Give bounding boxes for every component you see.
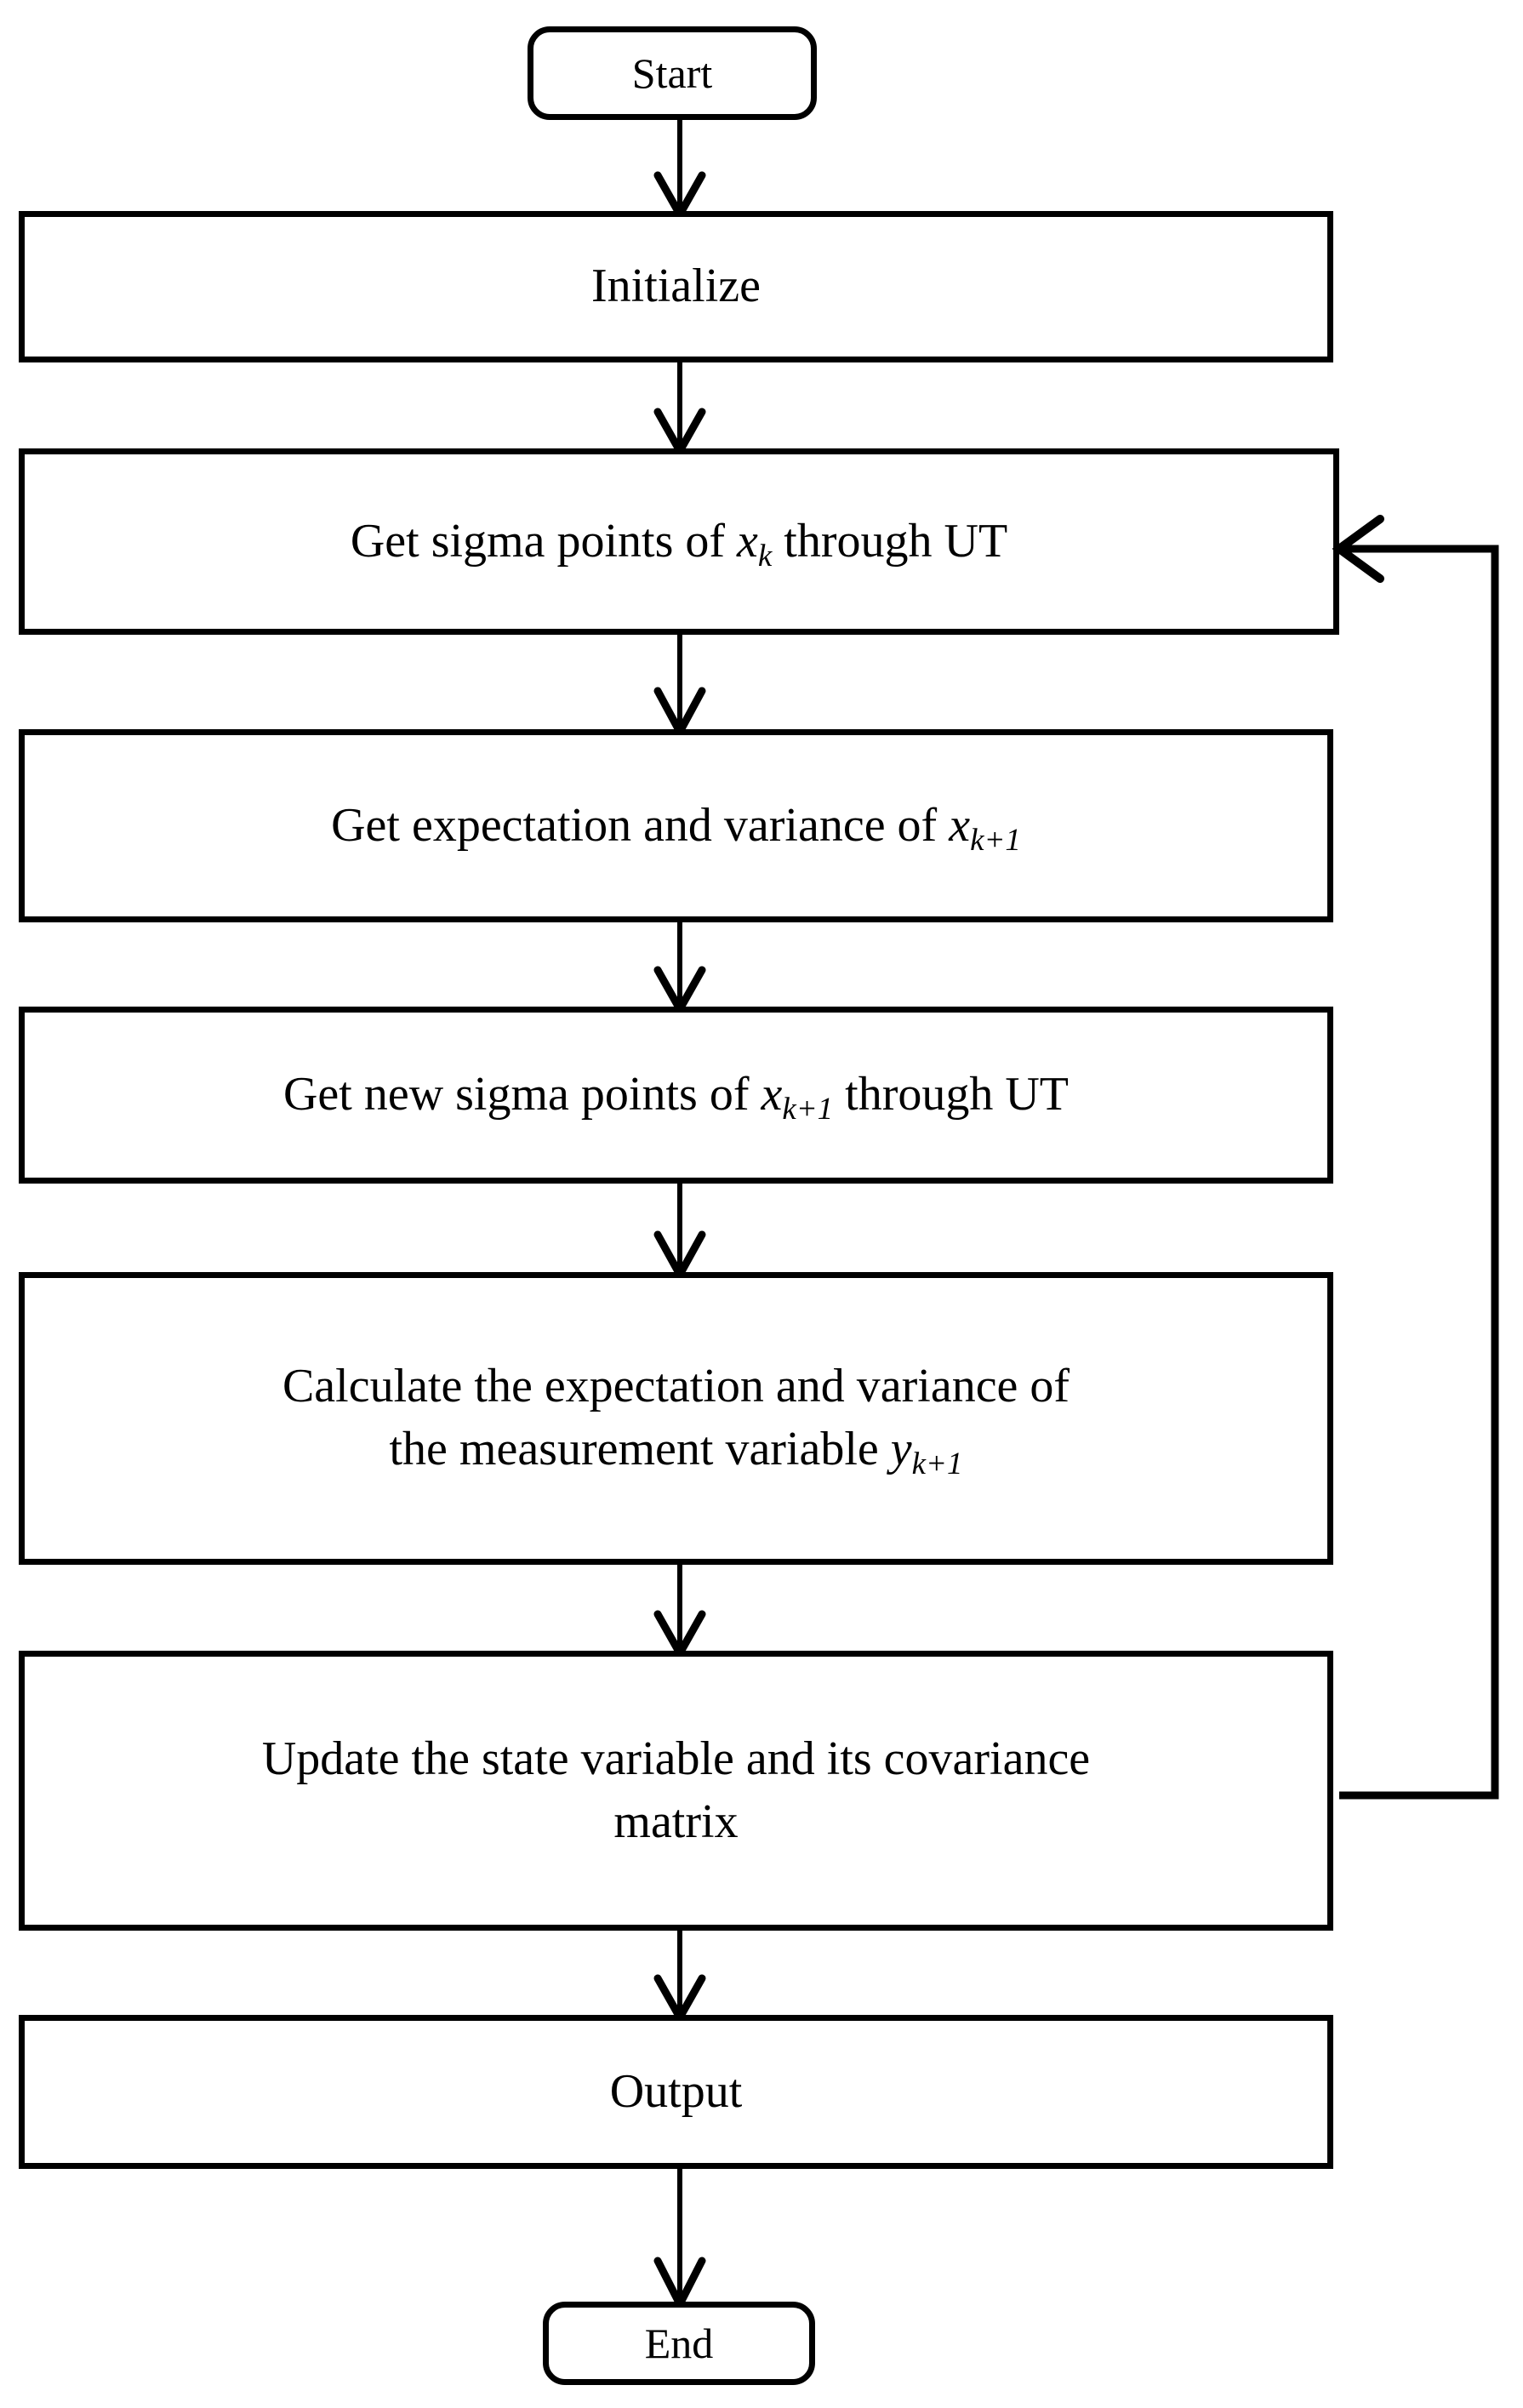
measurement-line-2-prefix: the measurement variable <box>389 1423 891 1475</box>
new-sigma-prefix-text: Get new sigma points of <box>282 1068 762 1121</box>
expectation-prefix-text: Get expectation and variance of <box>331 798 950 852</box>
node-get-new-sigma-points[interactable]: Get new sigma points of xk+1 through UT <box>19 1007 1333 1184</box>
node-end-label: End <box>644 2320 714 2367</box>
connector-sigma-points-to-expectation <box>644 631 716 740</box>
node-update-state[interactable]: Update the state variable and its covari… <box>19 1651 1333 1931</box>
connector-new-sigma-points-to-measurement <box>644 1180 716 1283</box>
expectation-variable-subscript: k+1 <box>970 821 1021 857</box>
node-end[interactable]: End <box>543 2302 815 2385</box>
node-start[interactable]: Start <box>528 26 817 120</box>
new-sigma-variable: xk+1 <box>761 1068 833 1124</box>
node-get-expectation-variance-label: Get expectation and variance of xk+1 <box>312 795 1040 858</box>
measurement-variable: yk+1 <box>890 1423 963 1479</box>
connector-feedback-loop <box>1327 511 1523 1838</box>
connector-start-to-initialize <box>644 117 716 223</box>
node-output-label: Output <box>609 2064 743 2118</box>
new-sigma-variable-subscript: k+1 <box>782 1091 834 1127</box>
new-sigma-variable-base: x <box>761 1068 783 1121</box>
measurement-variable-subscript: k+1 <box>911 1446 963 1481</box>
node-get-new-sigma-points-label: Get new sigma points of xk+1 through UT <box>265 1064 1087 1127</box>
new-sigma-suffix-text: through UT <box>833 1068 1070 1121</box>
expectation-variable-base: x <box>949 798 971 852</box>
node-start-label: Start <box>631 49 713 97</box>
update-state-line-1: Update the state variable and its covari… <box>261 1732 1091 1785</box>
node-initialize[interactable]: Initialize <box>19 211 1333 362</box>
node-calculate-measurement-label: Calculate the expectation and variance o… <box>264 1355 1088 1481</box>
connector-output-to-end <box>644 2165 716 2313</box>
sigma-prefix-text: Get sigma points of <box>350 514 738 568</box>
node-calculate-measurement[interactable]: Calculate the expectation and variance o… <box>19 1272 1333 1565</box>
sigma-variable: xk <box>737 514 772 571</box>
sigma-variable-base: x <box>737 514 758 568</box>
node-get-sigma-points-label: Get sigma points of xk through UT <box>332 511 1026 573</box>
connector-expectation-to-new-sigma-points <box>644 919 716 1018</box>
connector-initialize-to-sigma-points <box>644 359 716 459</box>
node-update-state-label: Update the state variable and its covari… <box>243 1728 1109 1854</box>
measurement-line-1: Calculate the expectation and variance o… <box>282 1360 1070 1413</box>
update-state-line-2: matrix <box>613 1795 739 1848</box>
node-get-sigma-points[interactable]: Get sigma points of xk through UT <box>19 448 1339 635</box>
connector-measurement-to-update-state <box>644 1561 716 1662</box>
sigma-variable-subscript: k <box>757 537 773 573</box>
sigma-suffix-text: through UT <box>772 514 1008 568</box>
node-output[interactable]: Output <box>19 2015 1333 2169</box>
measurement-variable-base: y <box>890 1423 912 1475</box>
node-get-expectation-variance[interactable]: Get expectation and variance of xk+1 <box>19 729 1333 922</box>
node-initialize-label: Initialize <box>590 260 761 313</box>
connector-update-state-to-output <box>644 1927 716 2026</box>
expectation-variable: xk+1 <box>949 798 1021 855</box>
